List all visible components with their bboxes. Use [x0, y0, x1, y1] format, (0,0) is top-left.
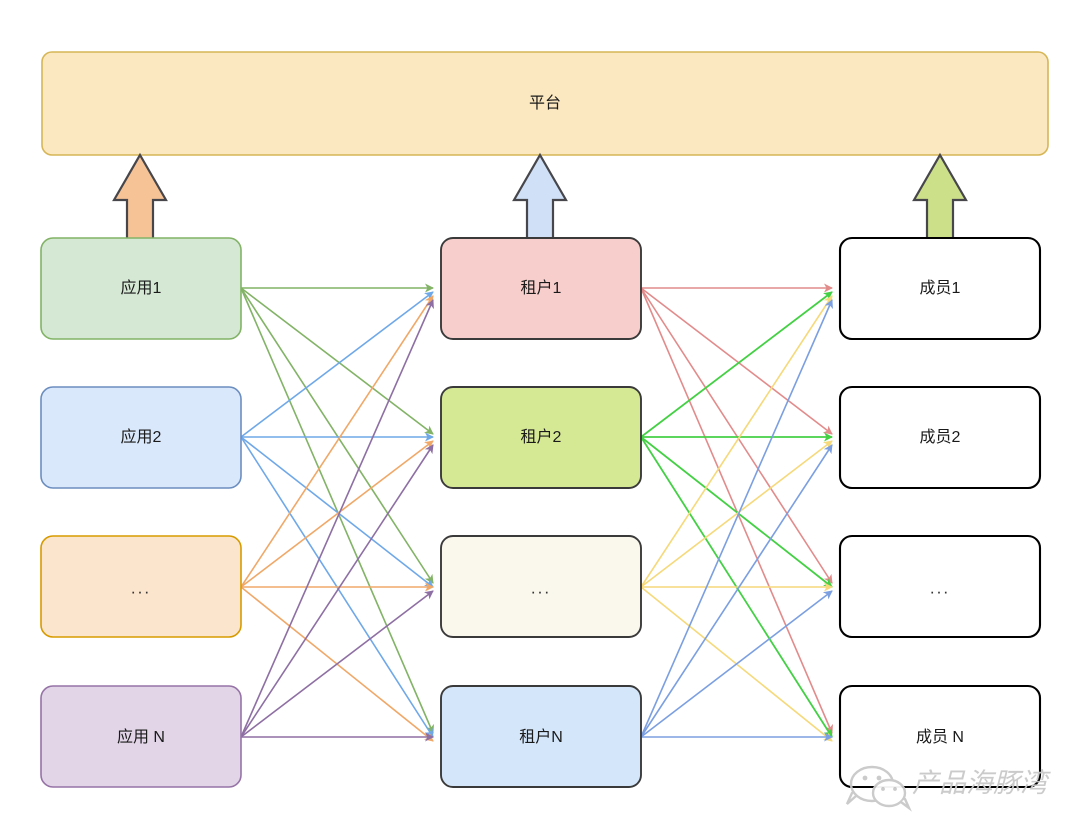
node-member-1-rect: [838, 236, 1042, 341]
node-member-ellipsis-label: ...: [930, 578, 950, 597]
node-app-2[interactable]: 应用2: [40, 386, 242, 489]
platform-node[interactable]: 平台: [41, 51, 1049, 156]
node-member-2-label: 成员2: [920, 428, 961, 446]
up-arrow-icon: [512, 152, 568, 242]
node-app-2-rect: [40, 386, 242, 489]
node-tenant-2[interactable]: 租户2: [440, 386, 642, 489]
node-app-1-label: 应用1: [121, 278, 162, 297]
node-app-n[interactable]: 应用 N: [40, 685, 242, 788]
edge-tenant1-member3: [640, 287, 833, 584]
watermark: 产品海豚湾: [845, 765, 1051, 812]
node-member-n-rect: [838, 684, 1042, 789]
up-arrow-icon: [112, 152, 168, 242]
node-member-2[interactable]: 成员2: [838, 385, 1042, 490]
node-member-ellipsis[interactable]: ...: [838, 534, 1042, 639]
edge-tenant3-member1: [640, 295, 833, 588]
wechat-icon: [845, 765, 912, 812]
edge-tenantN-member2: [640, 444, 833, 738]
node-member-n[interactable]: 成员 N: [838, 684, 1042, 789]
node-member-n-label: 成员 N: [916, 728, 964, 746]
node-app-n-rect: [40, 685, 242, 788]
node-app-1-rect: [40, 237, 242, 340]
node-tenant-ellipsis-rect: [440, 535, 642, 638]
edge-appN-tenant3: [240, 590, 434, 738]
edge-tenantN-member3: [640, 590, 833, 738]
node-app-n-label: 应用 N: [117, 727, 165, 746]
node-app-ellipsis[interactable]: ...: [40, 535, 242, 638]
edge-app3-tenant1: [240, 295, 434, 588]
node-tenant-1[interactable]: 租户1: [440, 237, 642, 340]
block-arrow-app-to-platform: [112, 152, 168, 242]
node-member-1[interactable]: 成员1: [838, 236, 1042, 341]
node-tenant-n-label: 租户N: [519, 728, 563, 746]
node-app-ellipsis-rect: [40, 535, 242, 638]
node-member-1-label: 成员1: [920, 279, 961, 297]
watermark-label: 产品海豚湾: [912, 768, 1051, 798]
node-tenant-ellipsis-label: ...: [531, 578, 551, 597]
edge-app3-tenant2: [240, 440, 434, 588]
edge-app1-tenant3: [240, 287, 434, 584]
node-app-ellipsis-label: ...: [131, 578, 151, 597]
node-tenant-1-rect: [440, 237, 642, 340]
node-tenant-2-label: 租户2: [521, 428, 562, 446]
platform-node-rect: [41, 51, 1049, 156]
connectors-tenants-to-members: [640, 283, 833, 742]
node-tenant-2-rect: [440, 386, 642, 489]
node-member-ellipsis-rect: [838, 534, 1042, 639]
edge-app2-tenant1: [240, 291, 434, 438]
platform-node-label: 平台: [529, 94, 561, 112]
edge-tenant1-memberN: [640, 287, 833, 734]
edge-tenant3-member2: [640, 440, 833, 588]
block-arrow-member-to-platform: [912, 152, 968, 242]
up-arrow-icon: [912, 152, 968, 242]
node-tenant-ellipsis[interactable]: ...: [440, 535, 642, 638]
edge-tenant1-member2: [640, 287, 833, 435]
connectors-apps-to-tenants: [240, 283, 434, 742]
edge-app1-tenant2: [240, 287, 434, 435]
node-tenant-n[interactable]: 租户N: [440, 685, 642, 788]
node-app-1[interactable]: 应用1: [40, 237, 242, 340]
node-app-2-label: 应用2: [121, 427, 162, 446]
edge-appN-tenant2: [240, 444, 434, 738]
edge-app2-tenant3: [240, 436, 434, 588]
node-tenant-n-rect: [440, 685, 642, 788]
edge-tenant2-member1: [640, 291, 833, 438]
node-member-2-rect: [838, 385, 1042, 490]
block-arrow-tenant-to-platform: [512, 152, 568, 242]
edge-appN-tenant1: [240, 299, 434, 738]
edge-app1-tenant4: [240, 287, 434, 734]
edge-tenantN-member1: [640, 299, 833, 738]
node-tenant-1-label: 租户1: [521, 279, 562, 297]
edge-tenant2-member3: [640, 436, 833, 588]
